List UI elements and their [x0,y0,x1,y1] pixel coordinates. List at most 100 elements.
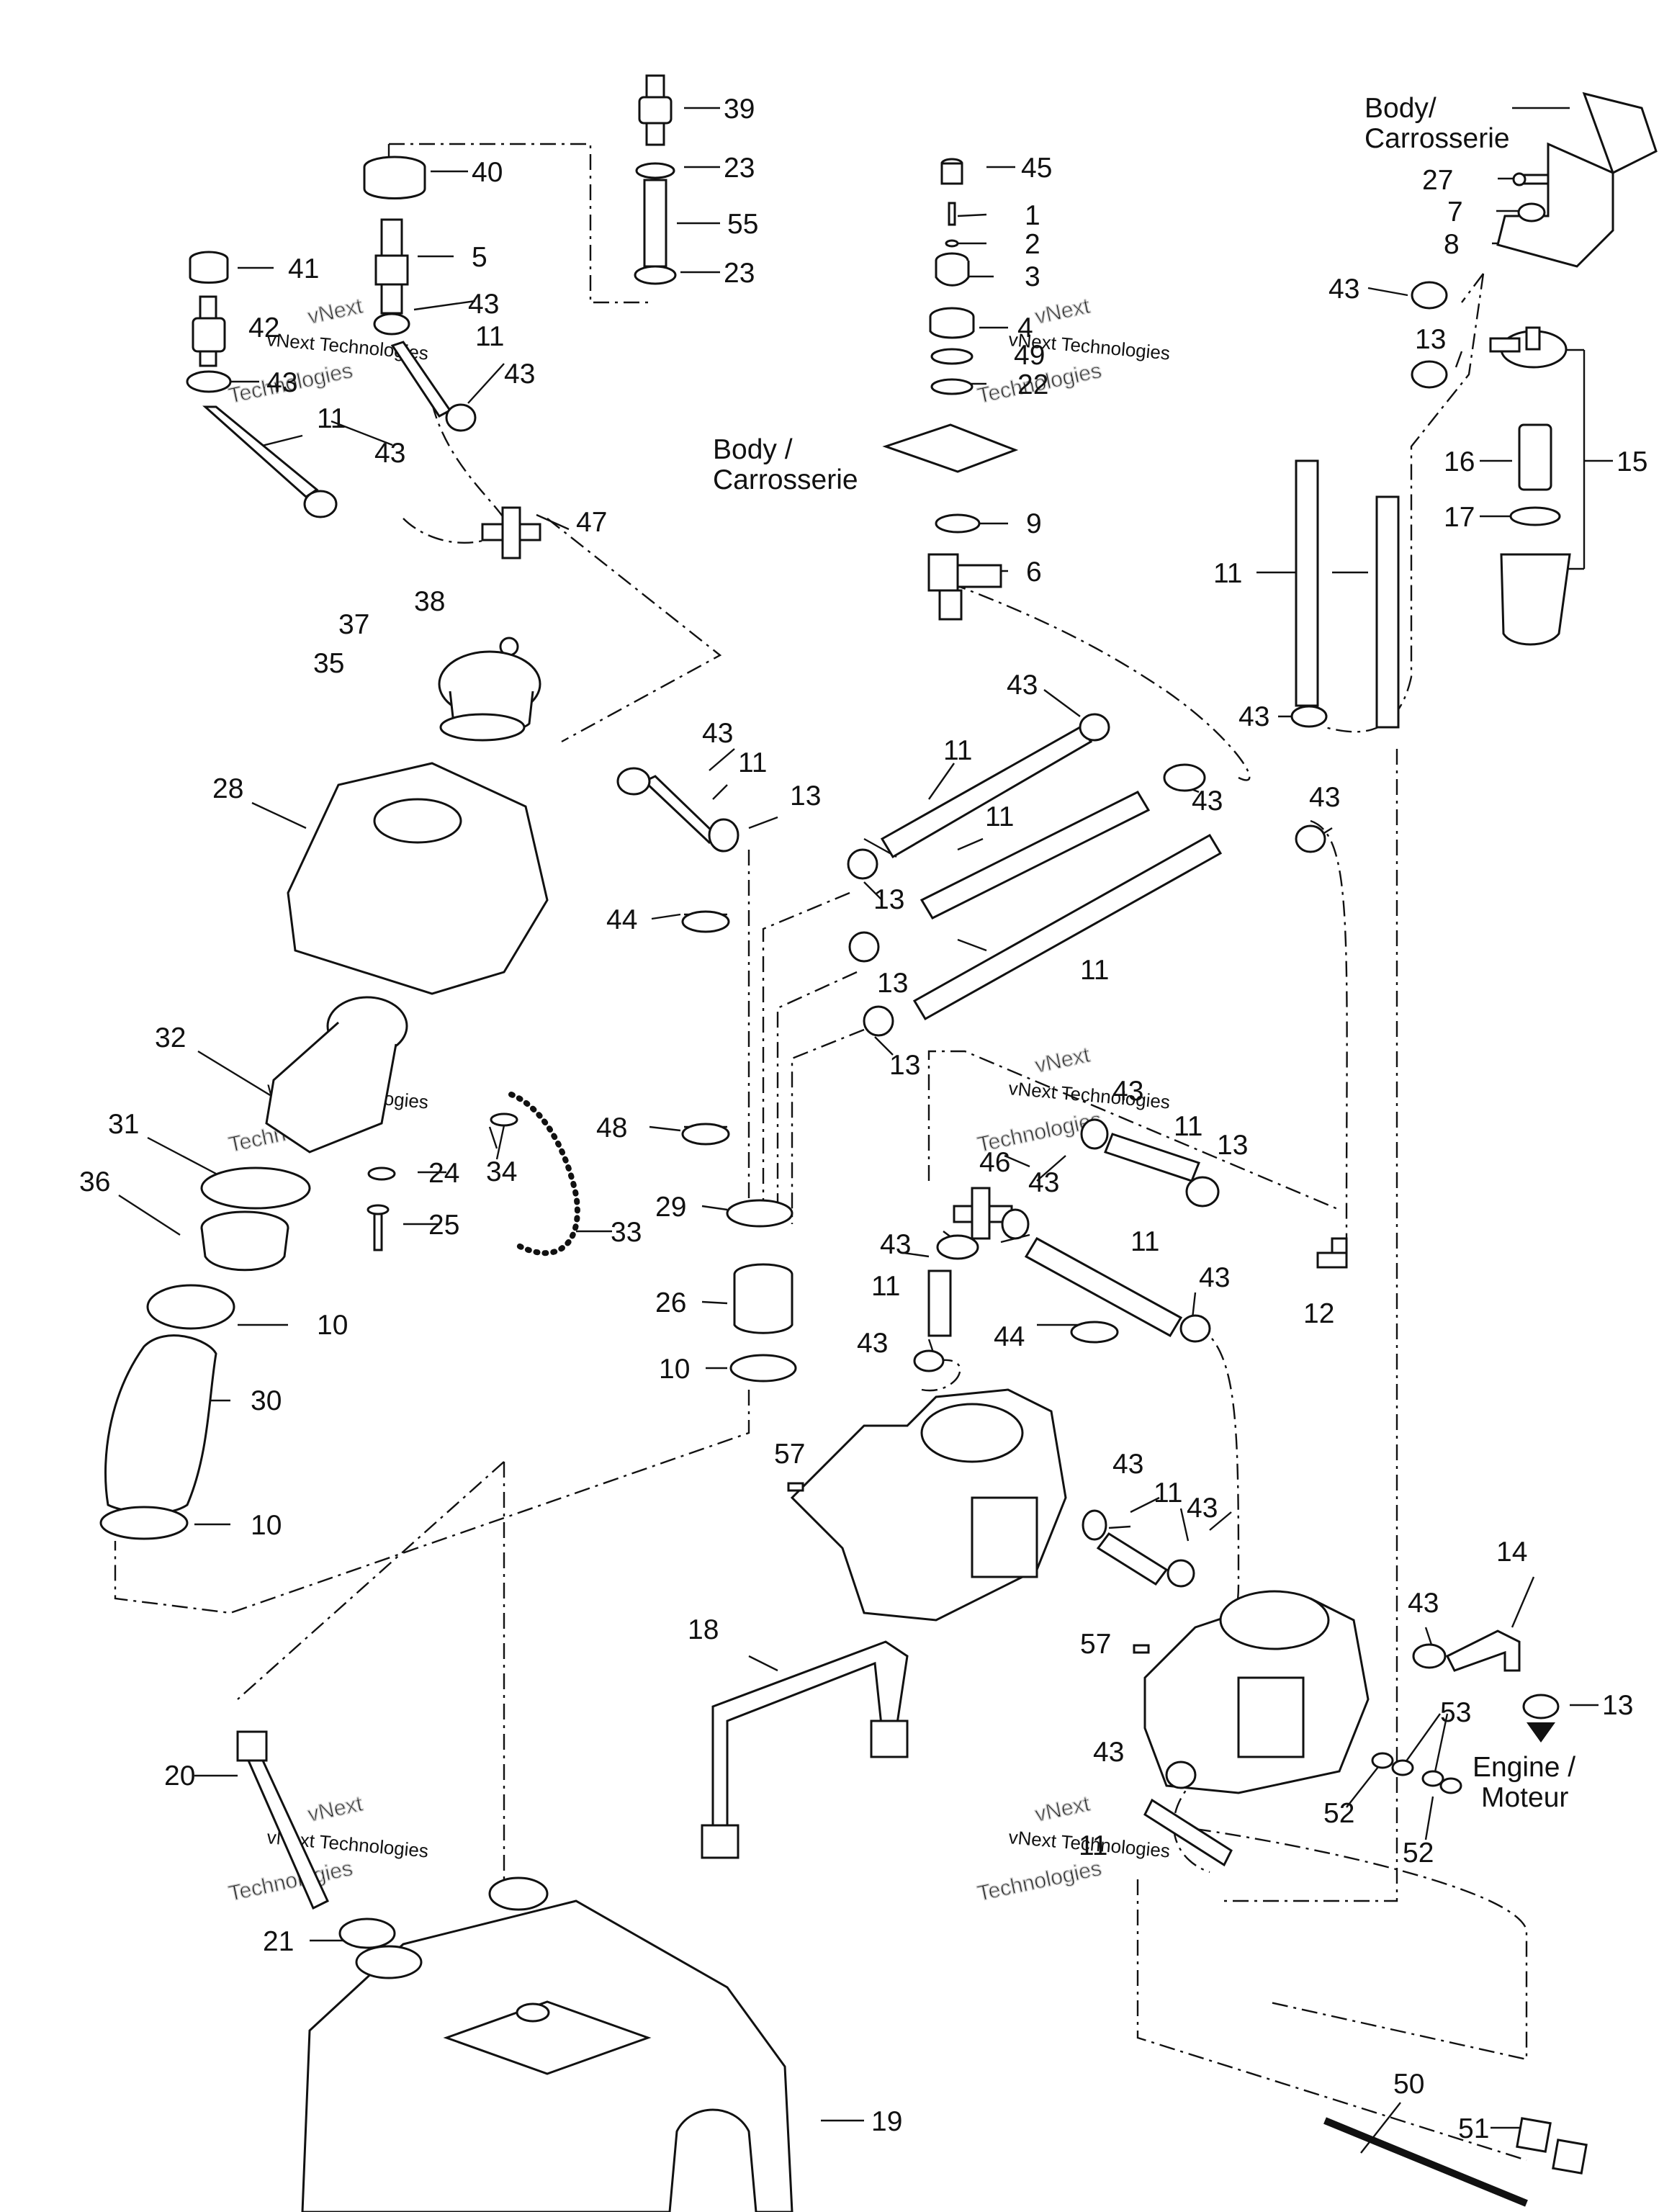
clamp-43-g-icon [1163,763,1206,792]
callout-13-c: 13 [873,884,904,915]
filter-bowl-icon [1500,553,1571,646]
bracket-8-icon [1496,142,1614,268]
hose-30-icon [104,1334,217,1514]
callout-32: 32 [155,1022,186,1053]
callout-28: 28 [212,773,243,804]
clamp-43-m-icon [936,1234,979,1260]
callout-27: 27 [1422,165,1453,196]
hose-11-b-icon [920,791,1151,920]
callout-11-l: 11 [1079,1830,1108,1861]
callout-37: 37 [338,609,369,640]
body-panel-top-icon [1582,91,1658,175]
callout-22: 22 [1017,369,1048,400]
callout-13-d: 13 [877,968,908,999]
hose-55-icon [643,179,667,268]
clamp-13-top-right-icon [1411,360,1448,389]
callout-43-d: 43 [374,438,405,469]
callout-55: 55 [727,209,758,240]
callout-23-a: 23 [724,153,755,184]
hose-11-a-icon [880,726,1093,859]
callout-30: 30 [251,1385,282,1416]
callout-43-k: 43 [1112,1076,1143,1107]
washer-24-icon [367,1166,396,1181]
clamp-10-upper-icon [146,1284,235,1330]
clamp-43-i-icon [1290,705,1328,728]
callout-46: 46 [979,1147,1010,1178]
washer-2-icon [945,239,959,248]
plate-51-b-icon [1552,2139,1588,2175]
callout-20: 20 [164,1761,195,1791]
hose-11-c-icon [912,833,1223,1021]
fitting-5-icon [374,218,409,315]
callout-53: 53 [1440,1697,1471,1728]
watermark-outline-11: vNext [1033,1791,1093,1826]
callout-57-b: 57 [1080,1629,1111,1660]
callout-43-s: 43 [1093,1737,1124,1768]
callout-10-b: 10 [251,1510,282,1541]
watermark-outline-3: vNext [1033,294,1093,328]
callout-39: 39 [724,94,755,125]
watermark-outline-10: Technologies [227,1856,355,1906]
cable-tie-48-icon [681,1123,730,1146]
routing-lines [114,143,1528,2162]
callout-33: 33 [611,1217,642,1248]
hose-11-vertical-b-icon [1375,495,1400,729]
clamp-43-h-icon [1295,824,1326,853]
clamp-43-q-icon [1165,1761,1197,1789]
callout-43-r: 43 [1408,1588,1439,1619]
callout-44-b: 44 [994,1321,1025,1352]
watermark-bottom-right: vNext Technologies vNext Technologies [975,1791,1171,1907]
watermark-outline-1: vNext [306,294,366,328]
nut-4-icon [929,307,975,339]
callout-45: 45 [1021,153,1052,184]
clamp-13-a-icon [708,818,739,853]
clamp-10-center-icon [729,1354,797,1382]
callout-49: 49 [1014,340,1045,371]
callout-11-i: 11 [1130,1226,1160,1257]
hose-14-icon [1445,1629,1521,1672]
callout-40: 40 [472,157,503,188]
filter-16-icon [1518,423,1552,491]
carburetor-upper-icon [790,1388,1067,1622]
clamp-10-lower-icon [99,1506,189,1540]
callout-21: 21 [263,1926,294,1957]
coupler-26-icon [733,1263,793,1334]
washer-9-icon [935,513,981,534]
clamp-43-f-icon [1079,713,1110,742]
callout-11-c: 11 [738,747,768,778]
watermark-outline-9: vNext [306,1791,366,1826]
screw-1-icon [948,202,956,226]
o-ring-17-icon [1509,506,1561,526]
callout-43-f: 43 [1328,274,1359,305]
watermark-top-right: vNext Technologies vNext Technologies [975,294,1171,409]
callout-43-o: 43 [857,1328,888,1359]
clamp-43-l-icon [1179,1314,1211,1343]
clamp-43-o-icon [1082,1509,1107,1541]
callout-44-a: 44 [606,904,637,935]
callout-38: 38 [414,586,445,617]
callout-35: 35 [313,648,344,679]
callout-43-g: 43 [1238,701,1269,732]
elbow-12-icon [1316,1237,1348,1269]
filter-head-15-icon [1489,326,1568,369]
callout-43-m: 43 [880,1229,911,1260]
hose-11-g-icon [1096,1532,1169,1586]
callout-18: 18 [688,1614,719,1645]
caption-engine-2: Moteur [1481,1782,1568,1813]
screw-34-icon [490,1112,518,1160]
clamp-43-k-icon [1001,1208,1030,1240]
callout-11-e: 11 [943,735,973,766]
callout-13-b: 13 [1415,324,1446,355]
strap-18-icon [701,1640,909,1859]
callout-48: 48 [596,1112,627,1143]
callout-4: 4 [1017,313,1033,343]
callout-11-g: 11 [1080,955,1110,986]
fuel-valve-6-icon [927,553,1002,621]
rod-50-icon [1323,2117,1528,2207]
callout-23-b: 23 [724,258,755,289]
clamp-43-e-icon [616,767,651,796]
callout-31: 31 [108,1109,139,1140]
clamp-43-top-right-icon [1411,281,1448,310]
clamp-13-e-icon [1185,1176,1220,1208]
